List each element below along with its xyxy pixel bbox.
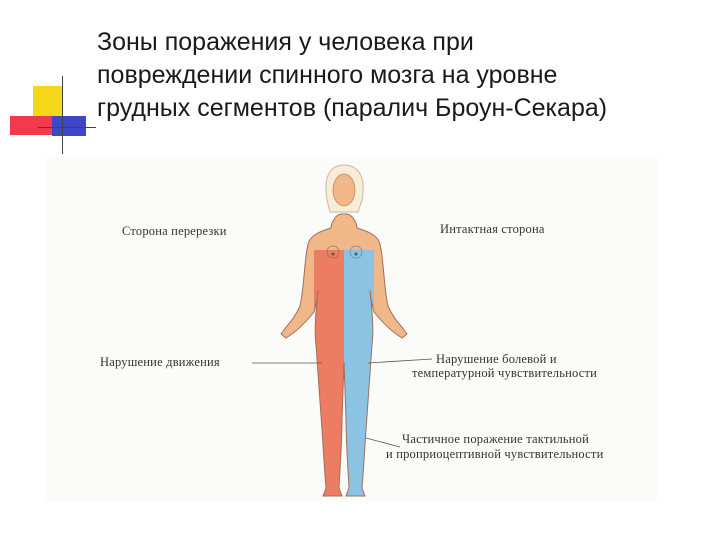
label-motor-impairment: Нарушение движения xyxy=(100,355,220,369)
label-tactile-line2: и проприоцептивной чувствительности xyxy=(386,447,604,461)
deco-horizontal-line xyxy=(38,127,96,128)
leader-tactile xyxy=(365,437,401,448)
title-line-2: повреждении спинного мозга на уровне xyxy=(97,61,558,89)
label-cut-side: Сторона перерезки xyxy=(122,224,227,238)
deco-blue-square xyxy=(52,116,86,136)
nipple-right xyxy=(354,252,358,256)
slide-title: Зоны поражения у человека при повреждени… xyxy=(97,26,697,125)
label-intact-side: Интактная сторона xyxy=(440,222,545,236)
leader-pain xyxy=(367,358,433,364)
deco-yellow-square xyxy=(33,86,63,116)
deco-vertical-line xyxy=(62,76,63,154)
label-pain-temp-line1: Нарушение болевой и xyxy=(436,352,557,366)
breast-left xyxy=(326,245,340,259)
head xyxy=(332,173,356,207)
title-line-3: грудных сегментов (паралич Броун-Секара) xyxy=(97,94,608,122)
title-line-1: Зоны поражения у человека при xyxy=(97,28,474,56)
breast-right xyxy=(349,245,363,259)
deco-red-bar xyxy=(10,116,52,135)
label-tactile-line1: Частичное поражение тактильной xyxy=(402,432,590,446)
nipple-left xyxy=(331,252,335,256)
label-pain-temp-line2: температурной чувствительности xyxy=(412,366,598,380)
